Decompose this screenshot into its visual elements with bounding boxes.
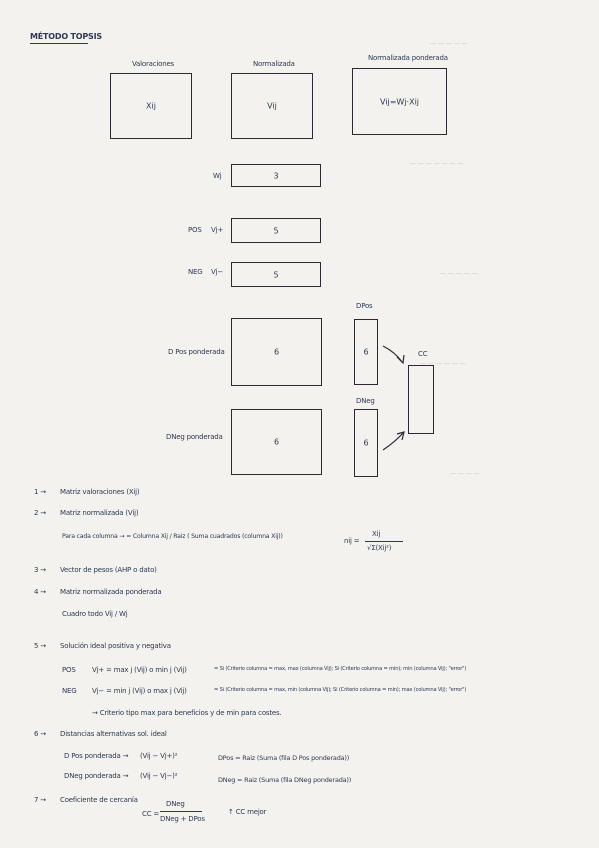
dpos-column: 6 xyxy=(354,319,378,385)
matrix-valoraciones: Xij xyxy=(110,73,192,139)
cc-column xyxy=(408,365,434,434)
neg-symbol: Vj− xyxy=(211,268,223,276)
page-title: MÉTODO TOPSIS xyxy=(30,32,102,41)
pos-label: POS xyxy=(188,226,202,234)
step7-lhs: CC = xyxy=(142,810,160,818)
step7-denominator: DNeg + DPos xyxy=(160,815,205,823)
step5-text: Solución ideal positiva y negativa xyxy=(60,642,171,650)
pos-symbol: Vj+ xyxy=(211,226,223,234)
step2-detail: Para cada columna → = Columna Xij / Raiz… xyxy=(62,533,283,540)
step6-neg-formula: (Vij − Vj−)² xyxy=(140,772,178,780)
step2-formula-denominator: √Σ(Xij²) xyxy=(367,544,392,552)
step6-text: Distancias alternativas sol. ideal xyxy=(60,730,167,738)
step7-note: ↑ CC mejor xyxy=(228,808,267,816)
step5-note: → Criterio tipo max para beneficios y de… xyxy=(92,709,282,717)
step6-pos-formula: (Vij − Vj+)² xyxy=(140,752,178,760)
label-normalizada-ponderada: Normalizada ponderada xyxy=(368,54,448,62)
step6-number: 6 → xyxy=(34,730,46,738)
step7-fraction-bar xyxy=(160,811,202,812)
dneg-matrix-label: DNeg ponderada xyxy=(166,433,223,441)
step2-formula-lhs: nij = xyxy=(344,537,360,545)
dpos-column-value: 6 xyxy=(363,347,369,357)
step1-number: 1 → xyxy=(34,488,46,496)
step3-number: 3 → xyxy=(34,566,46,574)
label-normalizada: Normalizada xyxy=(253,60,295,68)
dneg-matrix-value: 6 xyxy=(273,437,280,447)
step5-pos-rule: = Si (Criterio columna = max, max (colum… xyxy=(214,666,467,672)
dpos-matrix-value: 6 xyxy=(273,347,280,357)
matrix-ponderada-label: Vij=Wj·Xij xyxy=(379,97,420,106)
dpos-matrix: 6 xyxy=(231,318,322,386)
step5-pos-label: POS xyxy=(62,666,76,674)
neg-label: NEG xyxy=(188,268,203,276)
label-valoraciones: Valoraciones xyxy=(132,60,174,68)
cc-label: CC xyxy=(418,350,428,358)
step5-number: 5 → xyxy=(34,642,46,650)
arrow-dneg-to-cc xyxy=(382,431,405,451)
step5-neg-rule: = Si (Criterio columna = max, min (colum… xyxy=(214,687,467,693)
dneg-column-label: DNeg xyxy=(356,397,375,405)
step6-neg-rule: DNeg = Raiz (Suma (fila DNeg ponderada)) xyxy=(218,776,352,784)
step4-number: 4 → xyxy=(34,588,46,596)
pos-vector: 5 xyxy=(231,218,321,243)
dneg-matrix: 6 xyxy=(231,409,322,475)
matrix-normalizada-label: Vij xyxy=(267,101,277,111)
dneg-column: 6 xyxy=(354,409,378,477)
step3-text: Vector de pesos (AHP o dato) xyxy=(60,566,157,574)
neg-value: 5 xyxy=(273,270,279,279)
title-underline xyxy=(30,43,88,44)
pos-value: 5 xyxy=(273,226,279,235)
step7-number: 7 → xyxy=(34,796,46,804)
weights-label: Wj xyxy=(213,172,222,180)
step2-number: 2 → xyxy=(34,509,46,517)
step4-text: Matriz normalizada ponderada xyxy=(60,588,162,596)
step7-numerator: DNeg xyxy=(166,800,185,808)
matrix-normalizada: Vij xyxy=(231,73,313,139)
step6-neg-label: DNeg ponderada → xyxy=(64,772,129,780)
step5-neg-label: NEG xyxy=(62,687,77,695)
step1-text: Matriz valoraciones (Xij) xyxy=(60,488,140,496)
step5-neg-formula: Vj− = min j (Vij) o max j (Vij) xyxy=(92,687,187,695)
step2-formula-numerator: Xij xyxy=(372,530,381,538)
step2-text: Matriz normalizada (Vij) xyxy=(60,509,139,517)
weights-vector: 3 xyxy=(231,164,321,187)
dpos-matrix-label: D Pos ponderada xyxy=(168,348,225,356)
matrix-valoraciones-label: Xij xyxy=(146,101,156,111)
neg-vector: 5 xyxy=(231,262,321,287)
step2-fraction-bar xyxy=(365,541,403,542)
matrix-normalizada-ponderada: Vij=Wj·Xij xyxy=(352,68,447,135)
weights-value: 3 xyxy=(273,171,279,180)
step6-pos-label: D Pos ponderada → xyxy=(64,752,129,760)
step4-detail: Cuadro todo Vij / Wj xyxy=(62,610,128,618)
step7-text: Coeficiente de cercanía xyxy=(60,796,138,804)
dpos-column-label: DPos xyxy=(356,302,373,310)
dneg-column-value: 6 xyxy=(363,438,369,448)
step6-pos-rule: DPos = Raiz (Suma (fila D Pos ponderada)… xyxy=(218,754,350,762)
step5-pos-formula: Vj+ = max j (Vij) o min j (Vij) xyxy=(92,666,187,674)
